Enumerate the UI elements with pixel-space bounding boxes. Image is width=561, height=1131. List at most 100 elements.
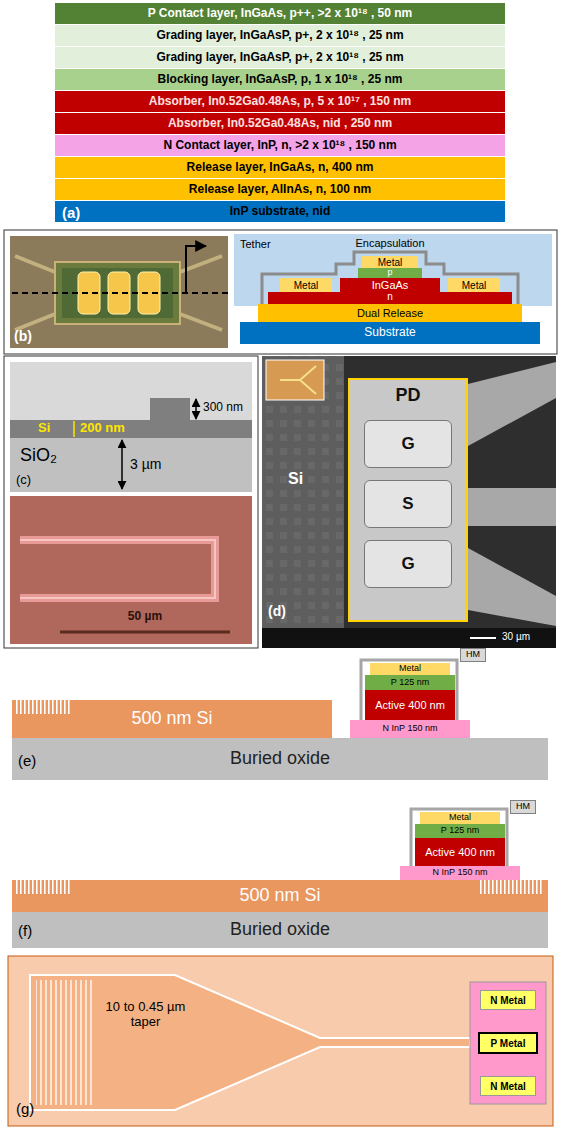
panel-letter: (b) [14,328,32,344]
node-text: PD [395,386,420,406]
layer-band: Grading layer, InGaAsP, p+, 2 x 10¹⁸ , 2… [55,25,505,47]
node-text: Buried oxide [230,920,330,940]
layer-band: Release layer, InGaAs, n, 400 nm [55,157,505,179]
panel-letter: (a) [62,204,80,221]
panel-letter: (f) [18,922,32,939]
node-text: P Metal [491,1038,526,1049]
part-name: Encapsulation [355,237,424,250]
layer-band: P Contact layer, InGaAs, p++, >2 x 10¹⁸ … [55,3,505,25]
panel-letter: (c) [16,473,31,488]
metal-layer: Metal [370,663,450,675]
panel-f-art [12,809,548,912]
node-text: InGaAs [372,279,409,291]
doping-label: p [387,267,392,277]
hardmask-tag: HM [510,800,536,814]
node-text: N Contact layer, InP, n, >2 x 10¹⁸ , 150… [163,139,396,152]
part-name: Tether [240,238,271,251]
p-metal-pad: P Metal [478,1032,538,1054]
p-layer: P 125 nm [365,675,455,690]
node-text: Buried oxide [230,749,330,769]
node-text: Active 400 nm [425,846,495,858]
scale-label: 50 µm [128,610,162,624]
node-text: Grading layer, InGaAsP, p+, 2 x 10¹⁸ , 2… [156,29,403,42]
active-layer: Active 400 nm [365,690,455,720]
absorber-mesa: InGaAs [340,278,440,292]
n-metal-pad: N Metal [480,990,536,1010]
material-label: Si [38,421,50,436]
silicon-layer: 500 nm Si [12,880,548,912]
node-text: Release layer, AlInAs, n, 100 nm [189,183,371,196]
dimension: 10 to 0.45 µm taper [98,1000,193,1030]
layer-band: InP substrate, nid [55,201,505,223]
node-text: N InP 150 nm [433,868,488,878]
dimension: 300 nm [203,401,243,415]
material-label: Si [288,470,303,488]
node-text: Metal [378,257,402,268]
metal-layer: Metal [420,812,500,824]
dimension: 3 µm [130,456,161,472]
panel-g-art [8,956,553,1126]
layer-band: Blocking layer, InGaAsP, p, 1 x 10¹⁸ , 2… [55,69,505,91]
node-text: Release layer, InGaAs, n, 400 nm [187,161,374,174]
node-text: P 125 nm [391,678,429,688]
node-text: Metal [399,664,421,674]
node-text: Absorber, In0.52Ga0.48As, p, 5 x 10¹⁷ , … [149,95,411,108]
n-layer: N InP 150 nm [400,866,520,880]
substrate-layer: Substrate [240,322,540,344]
panel-d-sem [262,356,556,648]
dimension: 200 nm [80,421,125,436]
n-metal-pad: N Metal [480,1076,536,1096]
node-text: P 125 nm [441,826,479,836]
photodiode-outline: PD G S G [348,378,468,622]
node-text: HM [466,650,480,660]
panel-e-art [12,660,457,738]
node-text: Metal [462,280,486,291]
panel-letter: (d) [268,603,286,619]
panel-b-art [4,230,557,354]
layer-band: Absorber, In0.52Ga0.48As, nid , 250 nm [55,113,505,135]
node-text: G [401,555,414,574]
node-text: Grading layer, InGaAsP, p+, 2 x 10¹⁸ , 2… [156,51,403,64]
node-text: Substrate [364,326,415,339]
ground-pad: G [364,540,452,588]
silicon-layer: 500 nm Si [12,700,332,738]
release-layer: Dual Release [258,304,522,322]
layer-band: N Contact layer, InP, n, >2 x 10¹⁸ , 150… [55,135,505,157]
layer-band: Release layer, AlInAs, n, 100 nm [55,179,505,201]
oxide-layer: Buried oxide [12,738,548,780]
node-text: Dual Release [357,307,423,319]
layer-band: Absorber, In0.52Ga0.48As, p, 5 x 10¹⁷ , … [55,91,505,113]
node-text: 500 nm Si [131,709,212,729]
hardmask-tag: HM [460,648,486,662]
node-text: S [402,495,413,514]
node-text: Metal [449,813,471,823]
signal-pad: S [364,480,452,528]
material-label: SiO₂ [20,445,57,466]
metal-contact: Metal [362,256,418,268]
oxide-layer: Buried oxide [12,912,548,948]
node-text: N Metal [490,995,526,1006]
n-layer: N InP 150 nm [350,720,470,738]
node-text: G [401,435,414,454]
layer-band: Grading layer, InGaAsP, p+, 2 x 10¹⁸ , 2… [55,47,505,69]
metal-contact: Metal [448,278,500,292]
active-layer: Active 400 nm [415,838,505,866]
node-text: N Metal [490,1081,526,1092]
node-text: Absorber, In0.52Ga0.48As, nid , 250 nm [168,117,392,130]
node-text: Active 400 nm [375,699,445,711]
node-text: P Contact layer, InGaAs, p++, >2 x 10¹⁸ … [148,7,413,20]
node-text: HM [516,802,530,812]
metal-contact: Metal [280,278,332,292]
p-layer: P 125 nm [415,824,505,838]
panel-c-art [4,356,258,648]
ground-pad: G [364,420,452,468]
scale-label: 30 µm [502,631,530,643]
node-text: Blocking layer, InGaAsP, p, 1 x 10¹⁸ , 2… [158,73,403,86]
node-text: Metal [294,280,318,291]
node-text: 500 nm Si [239,886,320,906]
node-text: InP substrate, nid [230,205,330,218]
node-text: N InP 150 nm [383,724,438,734]
panel-letter: (e) [18,752,36,769]
doping-label: n [387,291,393,303]
panel-letter: (g) [16,1100,34,1117]
